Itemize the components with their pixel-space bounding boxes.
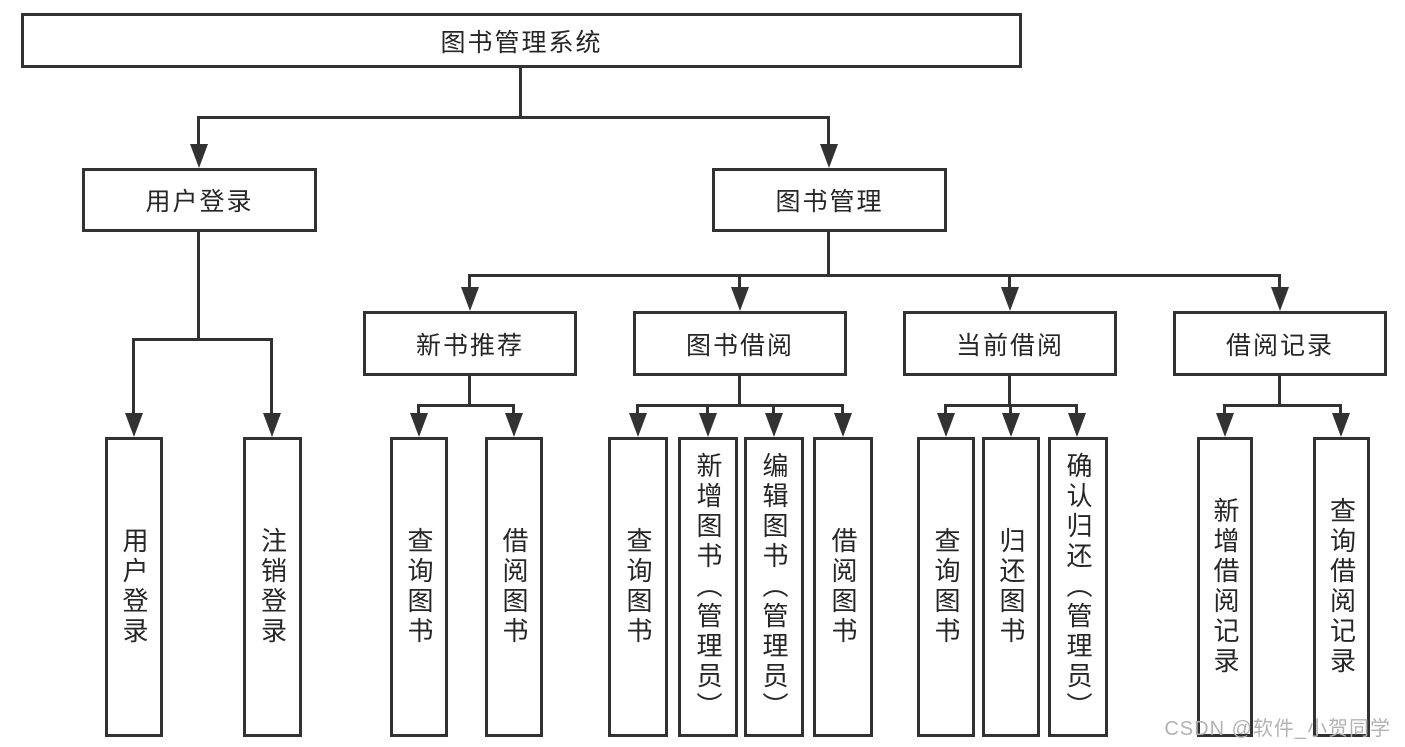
arrowhead-down <box>765 413 783 437</box>
connector-line <box>417 404 420 416</box>
leaf-edit-book-admin-label: 编辑图书（管理员） <box>759 452 789 722</box>
arrowhead-down <box>820 144 838 168</box>
connector-line <box>827 232 830 277</box>
leaf-user-login: 用户登录 <box>105 437 163 737</box>
connector-line <box>468 274 471 290</box>
leaf-confirm-return-admin-label: 确认归还（管理员） <box>1063 452 1093 722</box>
connector-line <box>1009 404 1012 416</box>
leaf-add-borrow-record-label: 新增借阅记录 <box>1210 497 1240 677</box>
leaf-borrow-books-1: 借阅图书 <box>485 437 543 737</box>
arrowhead-down <box>731 287 749 311</box>
connector-line <box>1223 404 1342 407</box>
node-new-book-recommendation-label: 新书推荐 <box>415 331 524 360</box>
connector-line <box>841 404 844 416</box>
connector-line <box>132 338 273 341</box>
arrowhead-down <box>410 413 428 437</box>
arrowhead-down <box>1332 413 1350 437</box>
node-book-management-label: 图书管理 <box>775 188 884 216</box>
leaf-confirm-return-admin: 确认归还（管理员） <box>1048 437 1108 737</box>
connector-line <box>468 376 471 407</box>
connector-line <box>512 404 515 416</box>
node-current-borrowing-label: 当前借阅 <box>955 331 1064 360</box>
leaf-logout: 注销登录 <box>243 437 302 737</box>
arrowhead-down <box>505 413 523 437</box>
arrowhead-down <box>937 413 955 437</box>
leaf-search-books-2-label: 查询图书 <box>623 527 653 647</box>
connector-line <box>197 116 830 119</box>
leaf-search-borrow-record: 查询借阅记录 <box>1313 437 1370 737</box>
connector-line <box>132 338 135 416</box>
leaf-search-books-3-label: 查询图书 <box>931 527 961 647</box>
arrowhead-down <box>263 413 281 437</box>
arrowhead-down <box>461 287 479 311</box>
leaf-add-book-admin: 新增图书（管理员） <box>678 437 738 737</box>
connector-line <box>468 274 1281 277</box>
watermark: CSDN @软件_小贺同学 <box>1164 718 1391 740</box>
leaf-edit-book-admin: 编辑图书（管理员） <box>744 437 804 737</box>
leaf-return-books: 归还图书 <box>982 437 1040 737</box>
leaf-search-books-3: 查询图书 <box>917 437 975 737</box>
leaf-borrow-books-2: 借阅图书 <box>813 437 873 737</box>
connector-line <box>706 404 709 416</box>
leaf-borrow-books-2-label: 借阅图书 <box>828 527 858 647</box>
leaf-borrow-books-1-label: 借阅图书 <box>499 527 529 647</box>
connector-line <box>636 404 639 416</box>
leaf-search-books-1: 查询图书 <box>390 437 448 737</box>
leaf-search-borrow-record-label: 查询借阅记录 <box>1326 497 1357 677</box>
leaf-logout-label: 注销登录 <box>257 527 288 647</box>
node-library-system-label: 图书管理系统 <box>440 28 603 57</box>
node-borrowing-records-label: 借阅记录 <box>1225 331 1334 360</box>
connector-line <box>1278 376 1281 407</box>
arrowhead-down <box>1001 287 1019 311</box>
node-borrowing-records: 借阅记录 <box>1173 311 1387 376</box>
connector-line <box>738 376 741 407</box>
node-book-management: 图书管理 <box>712 168 947 232</box>
connector-line <box>270 338 273 416</box>
node-user-login-label: 用户登录 <box>145 188 254 216</box>
connector-line <box>197 116 200 146</box>
connector-line <box>197 232 200 341</box>
connector-line <box>1339 404 1342 416</box>
arrowhead-down <box>1068 413 1086 437</box>
node-user-login: 用户登录 <box>82 168 317 232</box>
arrowhead-down <box>190 144 208 168</box>
connector-line <box>827 116 830 146</box>
node-new-book-recommendation: 新书推荐 <box>363 311 577 376</box>
connector-line <box>417 404 515 407</box>
arrowhead-down <box>1216 413 1234 437</box>
node-library-system: 图书管理系统 <box>21 13 1022 68</box>
leaf-user-login-label: 用户登录 <box>119 527 149 647</box>
connector-line <box>636 404 844 407</box>
connector-line <box>1008 274 1011 290</box>
node-book-borrowing: 图书借阅 <box>633 311 847 376</box>
connector-line <box>738 274 741 290</box>
connector-line <box>519 68 522 118</box>
arrowhead-down <box>1002 413 1020 437</box>
node-book-borrowing-label: 图书借阅 <box>685 331 794 360</box>
arrowhead-down <box>834 413 852 437</box>
leaf-add-book-admin-label: 新增图书（管理员） <box>693 452 723 722</box>
arrowhead-down <box>1271 287 1289 311</box>
connector-line <box>1008 376 1011 407</box>
leaf-search-books-1-label: 查询图书 <box>404 527 434 647</box>
connector-line <box>1075 404 1078 416</box>
node-current-borrowing: 当前借阅 <box>903 311 1117 376</box>
leaf-add-borrow-record: 新增借阅记录 <box>1197 437 1253 737</box>
arrowhead-down <box>629 413 647 437</box>
arrowhead-down <box>125 413 143 437</box>
leaf-return-books-label: 归还图书 <box>996 527 1026 647</box>
leaf-search-books-2: 查询图书 <box>608 437 668 737</box>
connector-line <box>772 404 775 416</box>
connector-line <box>1278 274 1281 290</box>
connector-line <box>1223 404 1226 416</box>
connector-line <box>944 404 947 416</box>
arrowhead-down <box>699 413 717 437</box>
